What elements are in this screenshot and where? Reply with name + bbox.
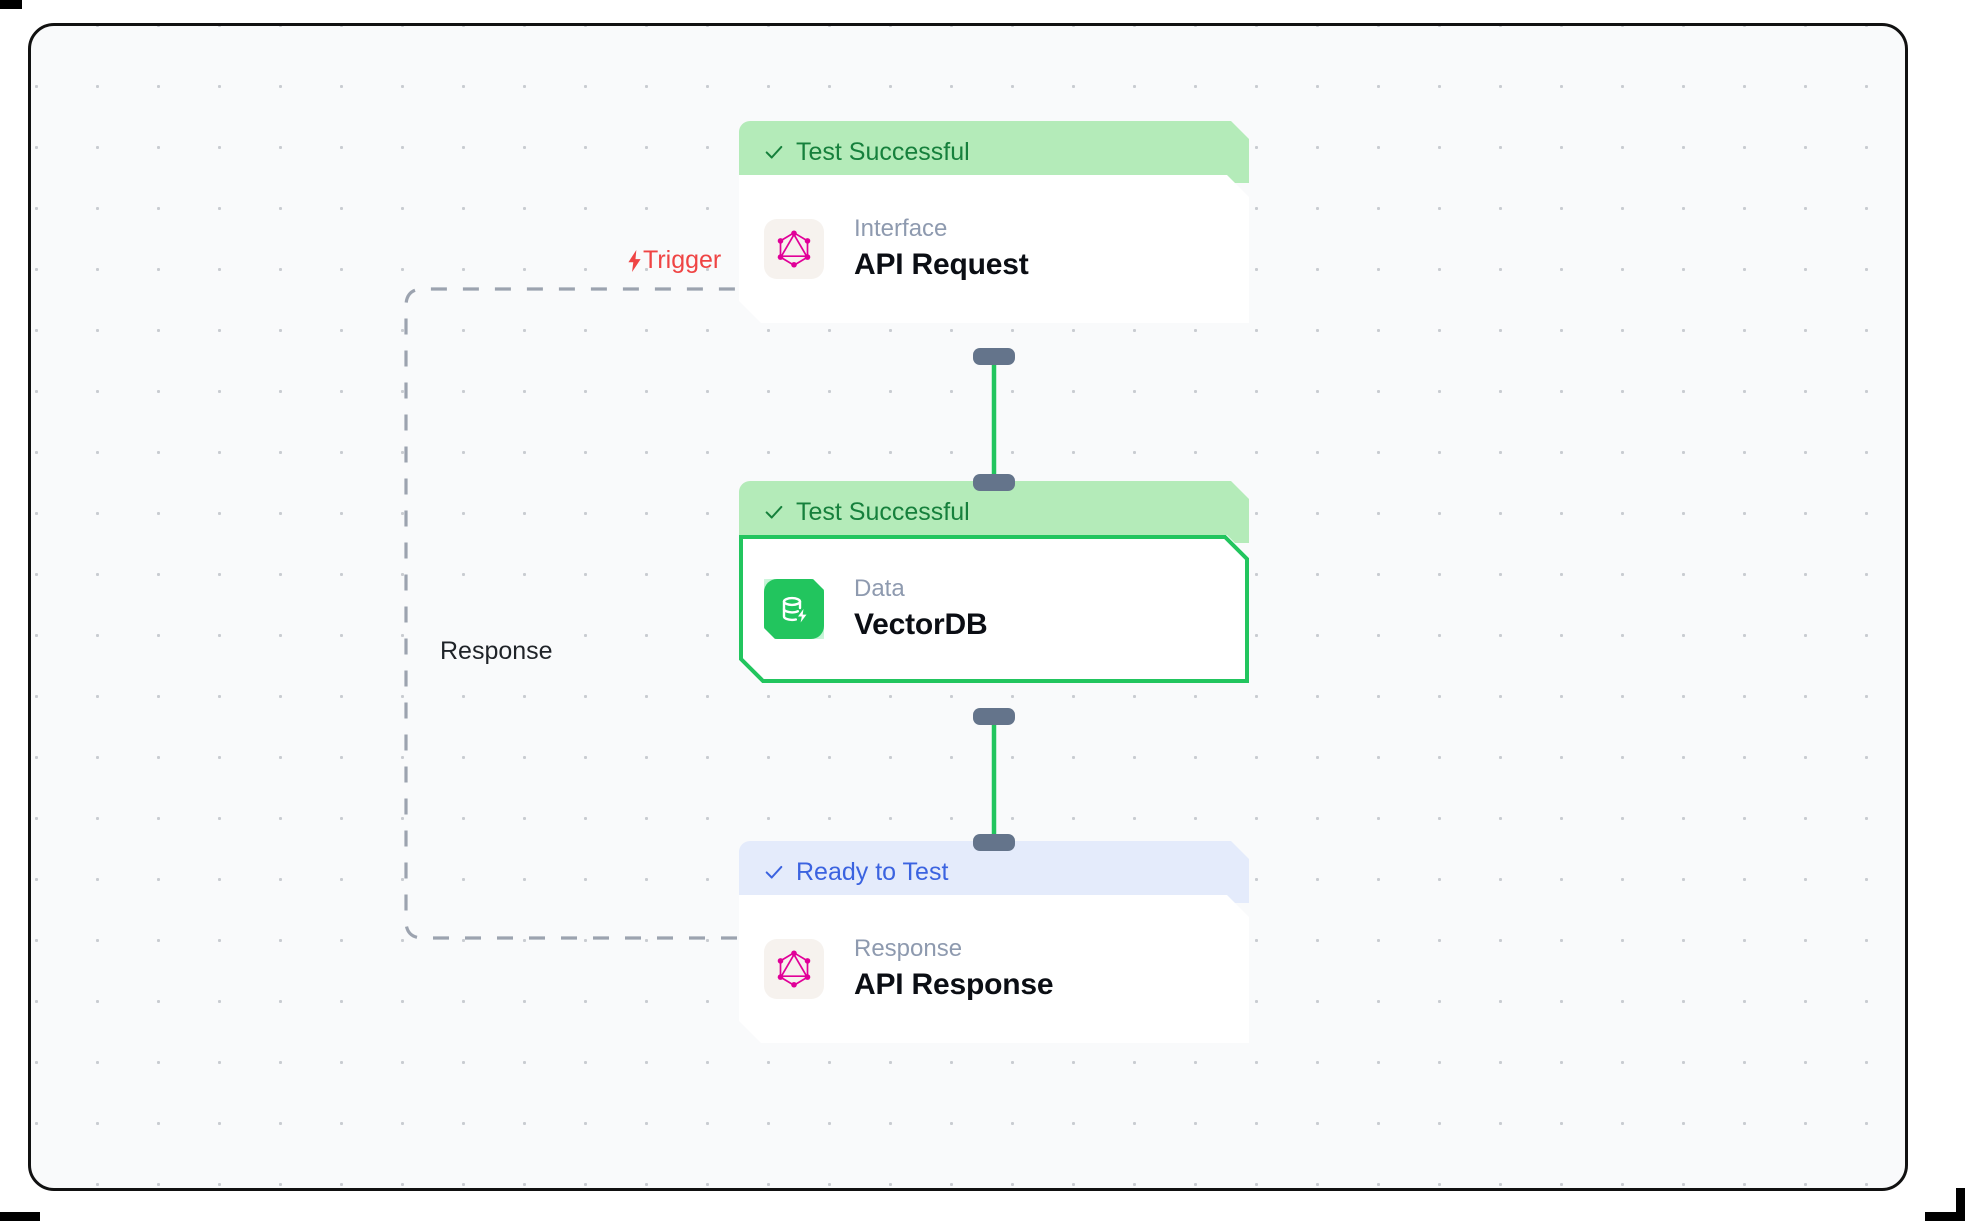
edge-path-feedback: [404, 287, 769, 940]
registration-mark-top-left: [0, 0, 22, 9]
edge-label-trigger-text: Trigger: [643, 246, 722, 274]
node-api-response[interactable]: Ready to Test: [739, 841, 1249, 1043]
status-badge-api-request: Test Successful: [739, 121, 1249, 183]
node-vectordb[interactable]: Test Successful Data Vecto: [739, 481, 1249, 683]
edge-label-trigger: Trigger: [627, 248, 721, 273]
node-kind-label: Interface: [854, 215, 948, 243]
graphql-icon: [764, 939, 824, 999]
handle-vectordb-input[interactable]: [973, 474, 1015, 491]
handle-vectordb-output[interactable]: [973, 708, 1015, 725]
node-text-vectordb: Data VectorDB: [854, 575, 987, 642]
node-kind-label: Response: [854, 935, 963, 963]
node-title-label: VectorDB: [854, 608, 988, 642]
status-badge-vectordb-label: Test Successful: [796, 497, 970, 526]
status-badge-vectordb: Test Successful: [739, 481, 1249, 543]
node-title-label: API Request: [854, 248, 1029, 282]
status-badge-api-request-label: Test Successful: [796, 137, 970, 166]
graphql-icon: [764, 219, 824, 279]
check-icon: [763, 861, 785, 883]
database-lightning-icon: [764, 579, 824, 639]
registration-mark-bottom-left: [0, 1212, 40, 1221]
check-icon: [763, 141, 785, 163]
check-icon: [763, 501, 785, 523]
node-title-label: API Response: [854, 968, 1054, 1002]
registration-mark-bottom-right-v: [1956, 1188, 1965, 1221]
node-kind-label: Data: [854, 575, 905, 603]
workflow-canvas[interactable]: Trigger Response Test Successful: [28, 23, 1908, 1191]
handle-api-response-input[interactable]: [973, 834, 1015, 851]
lightning-bolt-icon: [627, 249, 642, 272]
handle-api-request-output[interactable]: [973, 348, 1015, 365]
node-card-vectordb[interactable]: Data VectorDB: [739, 535, 1249, 683]
node-text-api-request: Interface API Request: [854, 215, 1029, 282]
node-text-api-response: Response API Response: [854, 935, 1053, 1002]
node-card-api-request[interactable]: Interface API Request: [739, 175, 1249, 323]
registration-mark-bottom-right-h: [1925, 1212, 1965, 1221]
status-badge-api-response-label: Ready to Test: [796, 857, 949, 886]
edge-label-response: Response: [431, 634, 562, 669]
node-card-api-response[interactable]: Response API Response: [739, 895, 1249, 1043]
node-api-request[interactable]: Test Successful: [739, 121, 1249, 323]
status-badge-api-response: Ready to Test: [739, 841, 1249, 903]
